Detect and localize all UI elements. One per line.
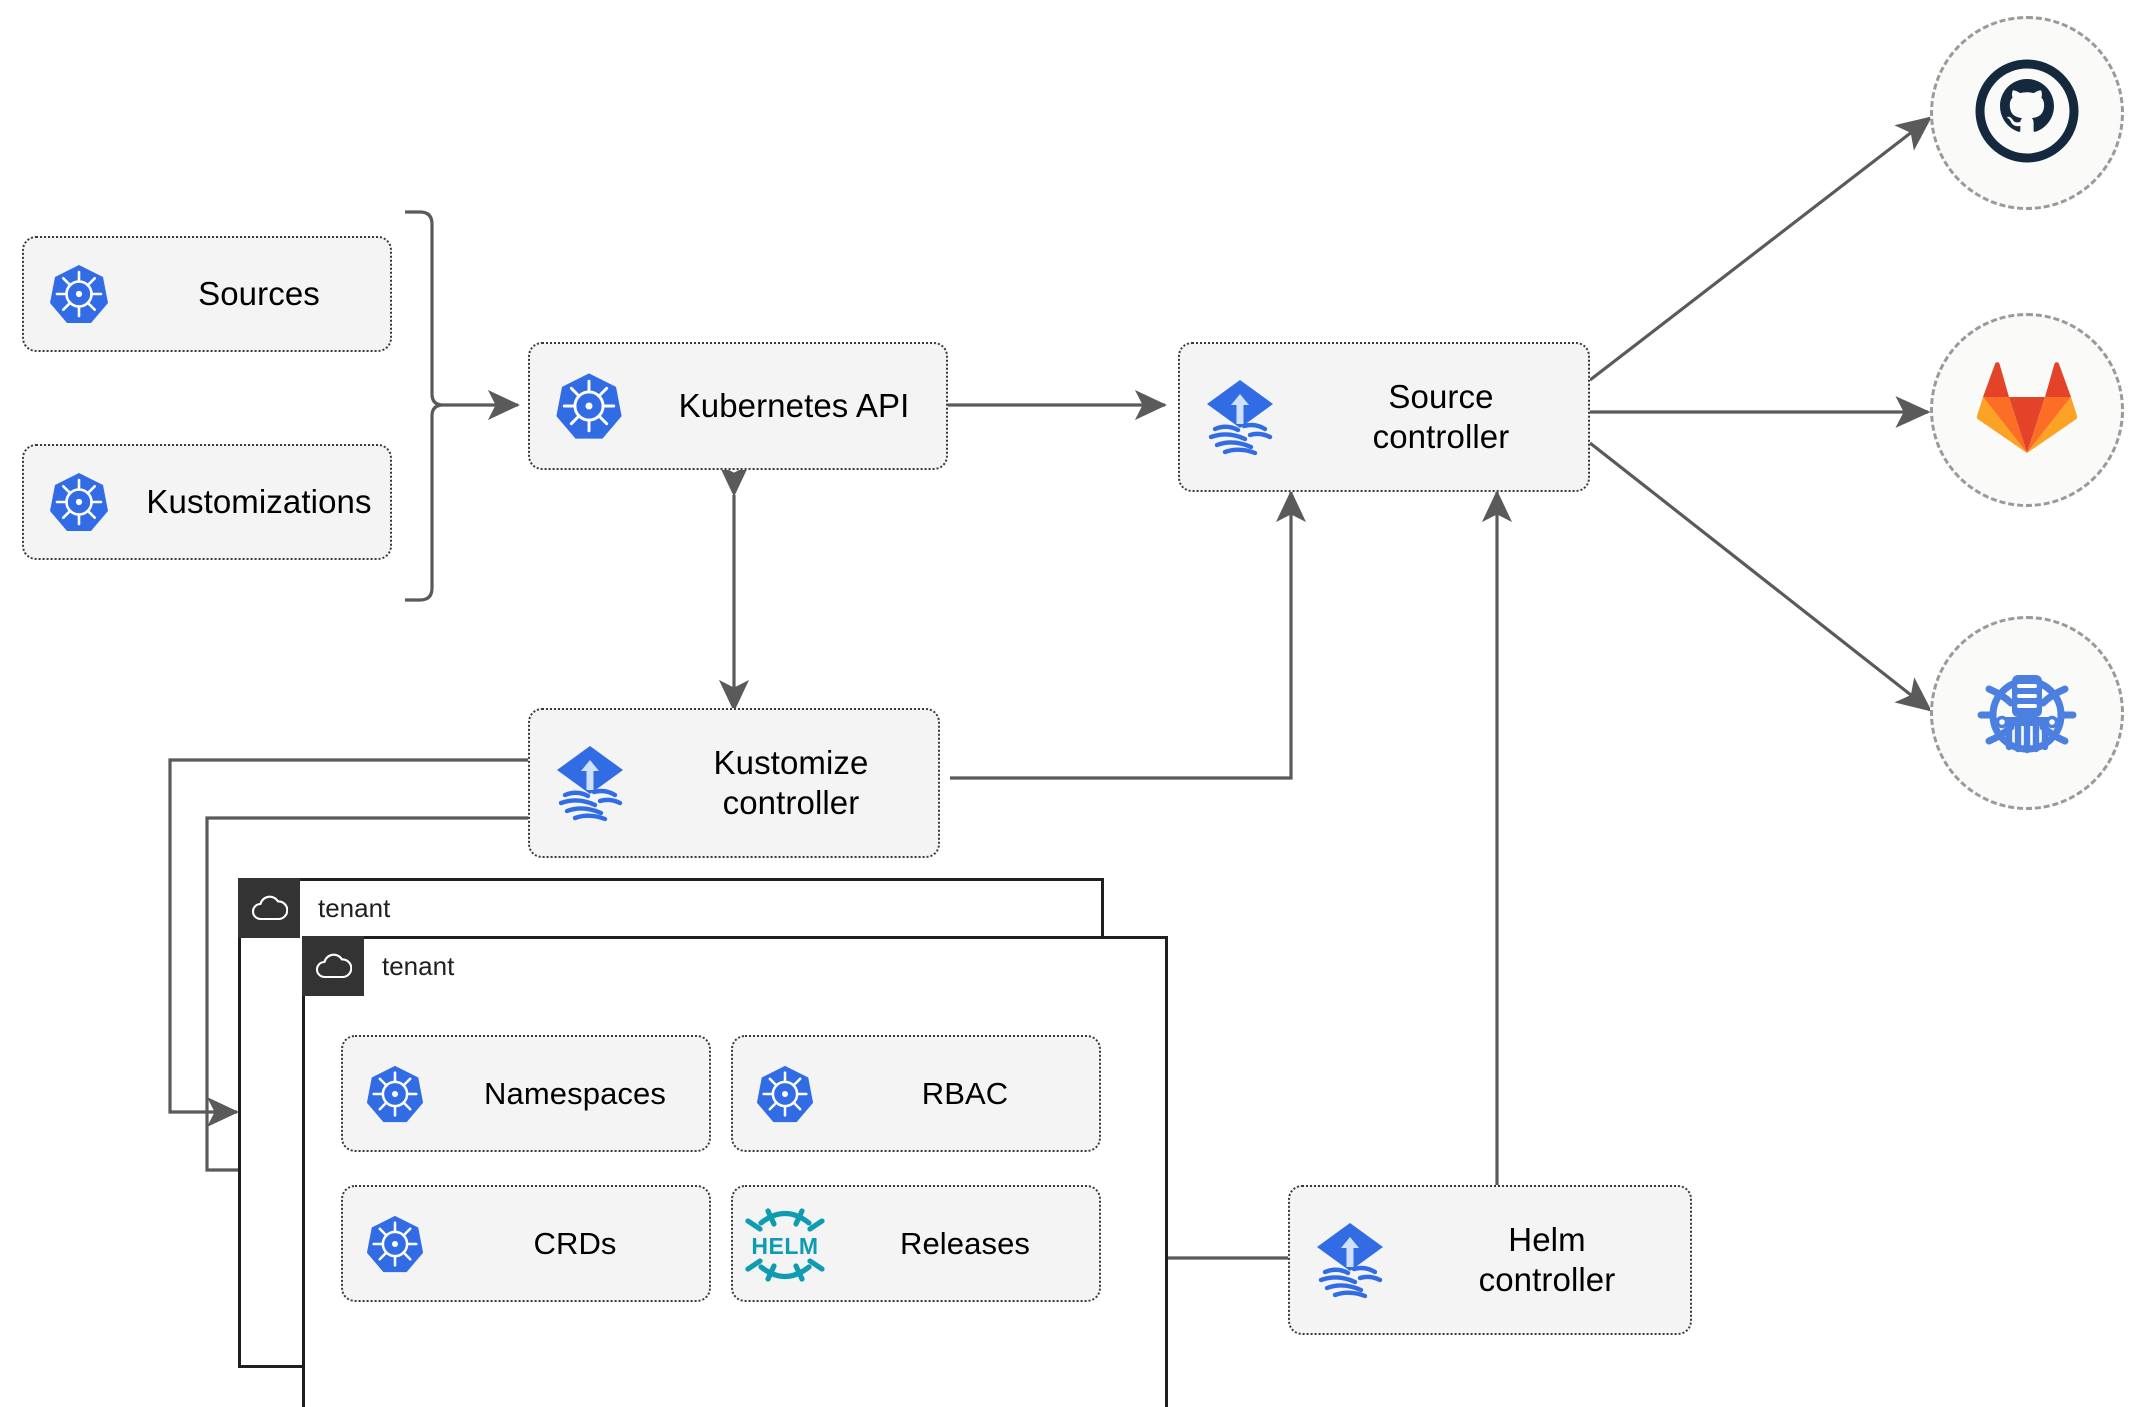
tenant-resource-namespaces[interactable]: Namespaces (341, 1035, 711, 1152)
flux-icon (1180, 377, 1300, 457)
flux-icon (1290, 1220, 1410, 1300)
edge-bracket (405, 210, 444, 602)
tenant-titlebar: tenant (302, 936, 454, 996)
provider-github[interactable] (1930, 16, 2124, 210)
tenant-resource-rbac[interactable]: RBAC (731, 1035, 1101, 1152)
kubernetes-icon (733, 1063, 837, 1125)
resource-card-kustomizations[interactable]: Kustomizations (22, 444, 392, 560)
resource-label: Kustomizations (146, 482, 372, 520)
kubernetes-icon (24, 470, 134, 534)
resource-label: Sources (198, 274, 320, 312)
node-source-controller[interactable]: Source controller (1178, 342, 1590, 492)
tenant-resource-label: RBAC (921, 1075, 1009, 1111)
tenant-resource-label: Namespaces (484, 1075, 666, 1111)
kubernetes-icon (530, 370, 648, 442)
node-label: Kustomize controller (713, 743, 869, 821)
flux-icon (530, 743, 650, 823)
node-label: Helm controller (1478, 1220, 1616, 1298)
tenant-label: tenant (318, 892, 391, 923)
tenant-resource-releases[interactable]: HELM Releases (731, 1185, 1101, 1302)
node-label: Source controller (1372, 377, 1510, 455)
tenant-label: tenant (382, 950, 455, 981)
tenant-resource-label: Releases (899, 1225, 1031, 1261)
edge-source-harbor (1589, 441, 1933, 712)
resource-card-sources[interactable]: Sources (22, 236, 392, 352)
node-label: Kubernetes API (678, 386, 910, 424)
tenant-resource-label: CRDs (533, 1225, 617, 1261)
node-kustomize-controller[interactable]: Kustomize controller (528, 708, 940, 858)
provider-harbor[interactable] (1930, 616, 2124, 810)
svg-text:HELM: HELM (751, 1233, 818, 1259)
helm-icon: HELM (733, 1205, 837, 1283)
edge-source-github (1589, 116, 1933, 382)
tenant-titlebar: tenant (238, 878, 390, 938)
node-kubernetes-api[interactable]: Kubernetes API (528, 342, 948, 470)
tenant-window-inner[interactable]: tenant (302, 936, 1168, 1407)
gitlab-icon (1975, 359, 2079, 462)
kubernetes-icon (343, 1063, 447, 1125)
github-icon (1973, 57, 2081, 170)
kubernetes-icon (24, 262, 134, 326)
kubernetes-icon (343, 1213, 447, 1275)
provider-gitlab[interactable] (1930, 313, 2124, 507)
edge-kustomize-source (950, 490, 1307, 780)
harbor-icon (1971, 655, 2083, 772)
cloud-icon (238, 878, 300, 938)
tenant-resource-crds[interactable]: CRDs (341, 1185, 711, 1302)
node-helm-controller[interactable]: Helm controller (1288, 1185, 1692, 1335)
cloud-icon (302, 936, 364, 996)
